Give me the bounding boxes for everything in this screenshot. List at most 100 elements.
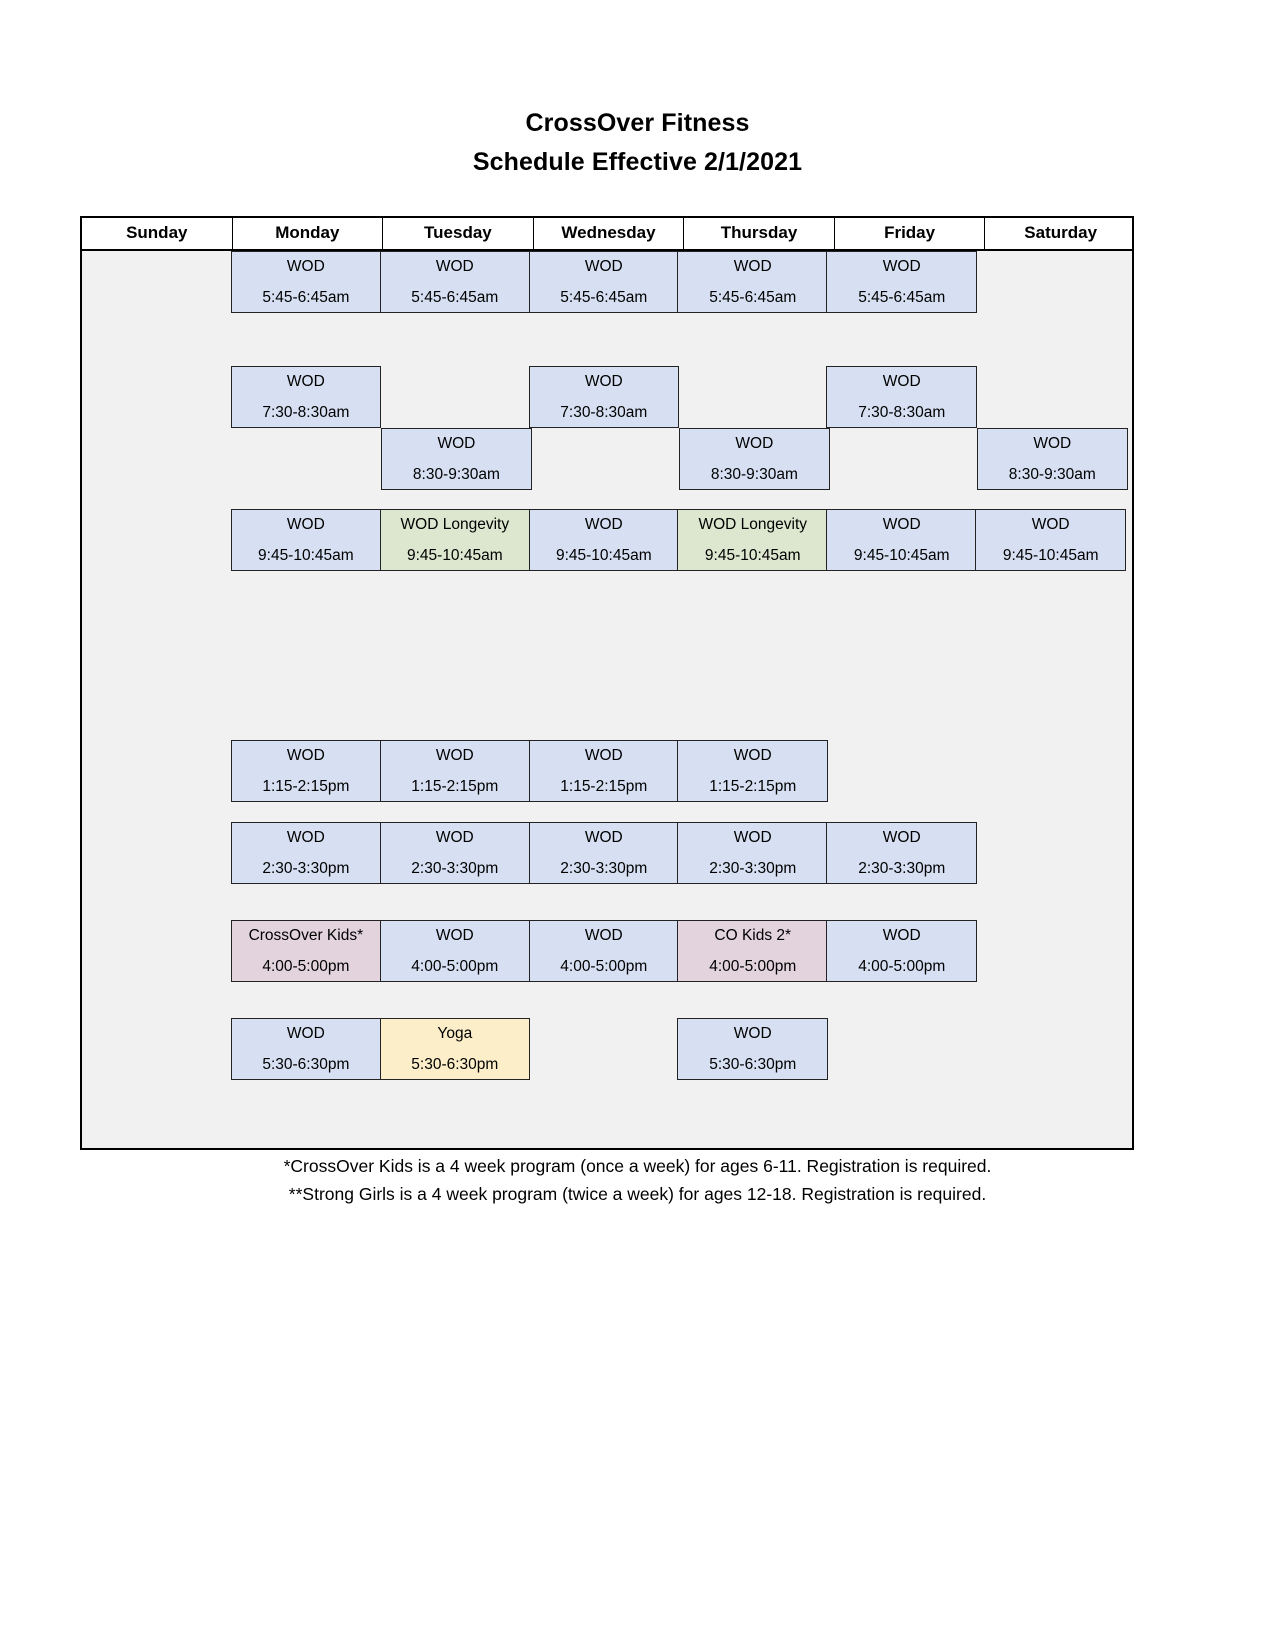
class-time: 5:30-6:30pm (709, 1056, 797, 1073)
class-name: CO Kids 2* (714, 927, 792, 944)
class-name: WOD (286, 373, 325, 390)
class-name: WOD (882, 516, 921, 533)
class-time: 5:45-6:45am (560, 289, 648, 306)
class-time: 9:45-10:45am (853, 547, 950, 564)
class-time: 7:30-8:30am (560, 404, 648, 421)
class-block[interactable]: CO Kids 2*4:00-5:00pm (677, 920, 829, 982)
class-time: 4:00-5:00pm (262, 958, 350, 975)
class-time: 1:15-2:15pm (709, 778, 797, 795)
class-time: 9:45-10:45am (258, 547, 354, 564)
class-name: WOD (882, 258, 921, 275)
class-block[interactable]: WOD 5:45-6:45am (230, 251, 382, 313)
class-name: Yoga (437, 1025, 473, 1042)
empty-slot (529, 1018, 680, 1080)
class-block[interactable]: WOD 8:30-9:30am (977, 428, 1128, 490)
class-name: WOD (882, 829, 921, 846)
class-name: WOD (735, 435, 774, 452)
column-header-tuesday: Tuesday (383, 218, 534, 249)
footnote-line: **Strong Girls is a 4 week program (twic… (288, 1184, 987, 1204)
class-name: WOD (584, 829, 623, 846)
class-block[interactable]: WOD 8:30-9:30am (679, 428, 830, 490)
class-block[interactable]: WOD 7:30-8:30am (528, 366, 680, 428)
class-time: 4:00-5:00pm (560, 958, 648, 975)
class-name: WOD (435, 747, 474, 764)
class-name: WOD (733, 258, 772, 275)
class-name: WOD (584, 373, 623, 390)
class-name: WOD (584, 747, 623, 764)
class-block[interactable]: CrossOver Kids* 4:00-5:00pm (230, 920, 382, 982)
class-name: WOD (286, 747, 325, 764)
class-block[interactable]: Yoga 5:30-6:30pm (379, 1018, 531, 1080)
document-title-block: CrossOver Fitness Schedule Effective 2/1… (0, 106, 1275, 179)
class-name: WOD (1031, 516, 1070, 533)
class-time: 2:30-3:30pm (560, 860, 648, 877)
class-name: WOD Longevity (400, 516, 510, 533)
class-time: 4:00-5:00pm (411, 958, 499, 975)
class-time: 8:30-9:30am (1008, 466, 1096, 483)
class-time: 5:45-6:45am (262, 289, 350, 306)
class-name: WOD (286, 829, 325, 846)
column-header-saturday: Saturday (1024, 223, 1098, 242)
class-block[interactable]: WOD 2:30-3:30pm (826, 822, 977, 884)
empty-slot (828, 428, 979, 490)
empty-slot (530, 428, 681, 490)
class-block[interactable]: WOD 5:45-6:45am (677, 251, 829, 313)
class-time: 2:30-3:30pm (858, 860, 946, 877)
class-name: WOD (1033, 435, 1072, 452)
page-subtitle: Schedule Effective 2/1/2021 (472, 148, 803, 176)
footnotes: *CrossOver Kids is a 4 week program (onc… (0, 1152, 1275, 1208)
column-header-friday: Friday (835, 218, 986, 249)
empty-slot (677, 366, 828, 428)
class-name: WOD (882, 927, 921, 944)
class-name: WOD (286, 258, 325, 275)
column-header-thursday: Thursday (684, 218, 835, 249)
class-time: 5:45-6:45am (709, 289, 797, 306)
class-block[interactable]: WOD 1:15-2:15pm (379, 740, 531, 802)
class-time: 8:30-9:30am (710, 466, 798, 483)
class-time: 9:45-10:45am (704, 547, 801, 564)
class-name: WOD (882, 373, 921, 390)
column-header-monday: Monday (233, 218, 384, 249)
class-time: 5:30-6:30pm (262, 1056, 350, 1073)
class-block[interactable]: WOD 2:30-3:30pm (528, 822, 680, 884)
class-block[interactable]: WOD 5:30-6:30pm (230, 1018, 382, 1080)
class-name: WOD (286, 1025, 325, 1042)
empty-slot (380, 366, 531, 428)
class-time: 5:30-6:30pm (411, 1056, 499, 1073)
class-name: CrossOver Kids* (248, 927, 364, 944)
class-block[interactable]: WOD 9:45-10:45am (826, 509, 977, 571)
class-time: 1:15-2:15pm (411, 778, 499, 795)
class-name: WOD (435, 258, 474, 275)
